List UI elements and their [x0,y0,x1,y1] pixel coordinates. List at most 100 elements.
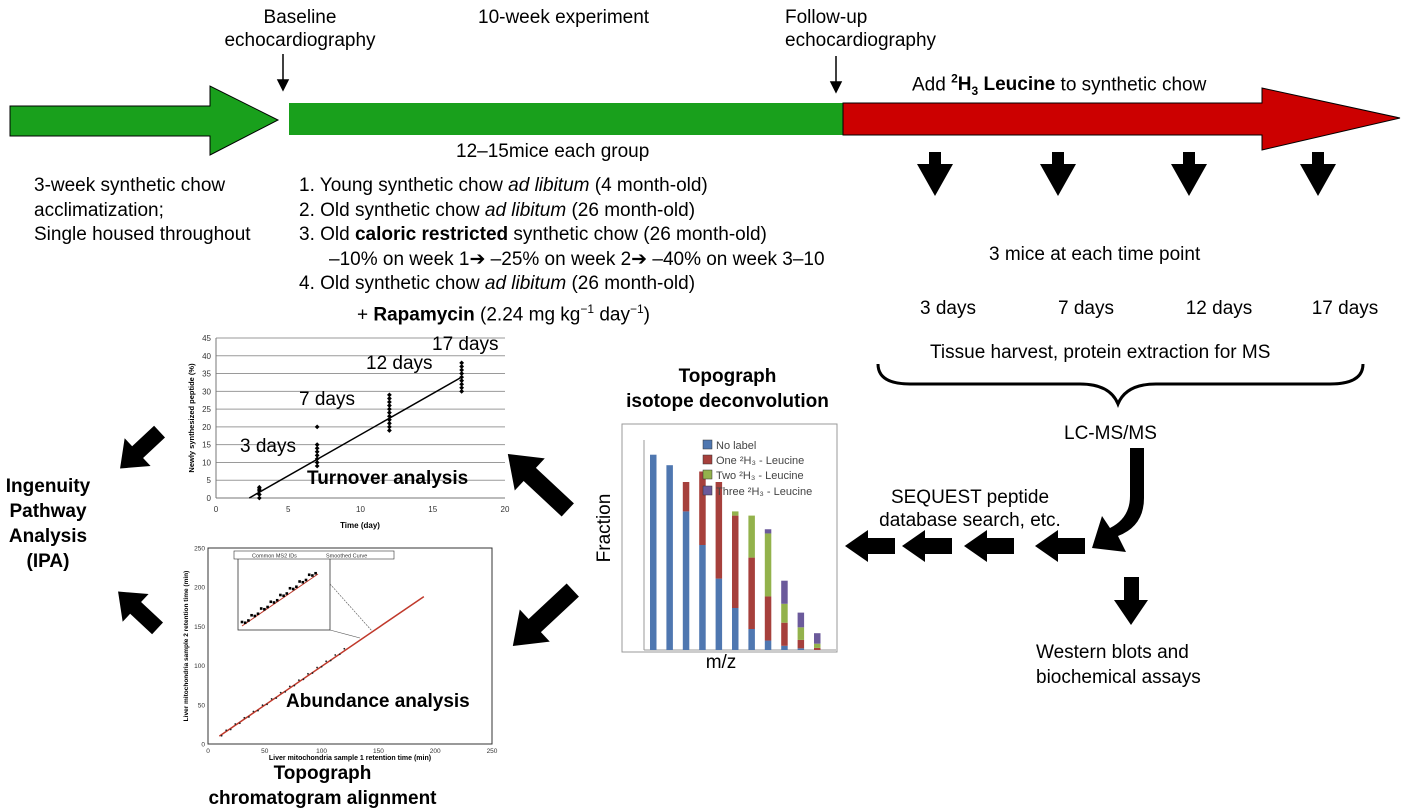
isotope-bars [650,454,821,650]
turnover-y-tick: 30 [202,387,211,396]
arrow-abundance-to-ipa [118,591,164,635]
add-leucine-label: Add 2H3 Leucine to synthetic chow [912,68,1206,103]
alignment-y-tick: 50 [198,702,206,709]
group-4-detail-plus: + [357,303,374,325]
turnover-point [314,424,320,430]
turnover-point [459,378,465,384]
turnover-point [387,403,392,408]
turnover-point [387,428,392,433]
timepoint-label-4: 17 days [1311,298,1379,319]
group-3-bold: caloric restricted [354,224,509,245]
diagonal-arrows [118,425,579,647]
group-2: 2. Old synthetic chow ad libitum (26 mon… [299,199,825,224]
turnover-point [387,396,392,401]
isotope-bar [650,454,657,650]
turnover-point [387,424,392,430]
inset-point [243,621,247,625]
harvest-label: Tissue harvest, protein extraction for M… [930,342,1271,363]
turnover-point [387,420,392,426]
timepoint-label-1: 3 days [920,298,976,319]
isotope-bar [666,465,673,650]
arrow-turnover-to-ipa [120,425,166,469]
alignment-x-tick: 0 [206,748,210,755]
turnover-y-tick: 35 [202,370,211,379]
left-arrow-2 [964,530,1014,562]
left-arrow-4 [845,530,895,562]
isotope-bar [797,648,805,650]
alignment-x-tick: 100 [316,748,327,755]
isotope-bar [814,643,821,648]
legend-swatch-no-label [702,439,713,450]
turnover-point [459,381,465,387]
alignment-point [275,697,278,700]
acclimatization-line-1: 3-week synthetic chow [34,175,226,196]
alignment-point [257,709,259,712]
isotope-bar [764,533,772,597]
inset-points [240,571,317,625]
alignment-y-tick: 100 [194,663,205,670]
alignment-point [334,654,337,656]
isotope-bar [699,545,706,650]
acclimatization-line-2: acclimatization; [34,199,164,221]
turnover-point [459,374,465,380]
alignment-x-tick: 150 [373,748,384,755]
alignment-point [320,665,323,668]
abundance-caption: Abundance analysis [286,691,470,712]
isotope-x-label: m/z [706,652,737,673]
isotope-bar [764,596,772,641]
add-leucine-iso-main: H [957,74,972,96]
followup-label-line-2: echocardiography [785,30,937,51]
mice-per-timepoint-label: 3 mice at each time point [989,244,1201,265]
experiment-bar [289,103,843,135]
alignment-point [261,704,264,707]
group-1-italic: ad libitum [508,175,590,196]
alignment-title-line-1: Topograph [273,763,372,784]
ipa-line-2: Pathway [9,501,87,522]
turnover-y-tick: 25 [202,405,211,414]
alignment-point [297,679,300,682]
isotope-bar [797,627,805,640]
alignment-point [238,722,241,725]
acclimatization-line-3: Single housed throughout [34,224,251,245]
isotope-bar [699,471,706,545]
group-3-text: 3. Old [299,224,355,245]
turnover-point [256,495,262,501]
followup-label: Follow-up echocardiography [785,6,936,52]
inset-point [285,592,289,595]
western-line-1: Western blots and [1036,642,1189,663]
isotope-bar [797,639,805,649]
isotope-bar [748,515,755,558]
zoom-line-2 [329,629,361,639]
group-4: 4. Old synthetic chow ad libitum (26 mon… [299,272,825,297]
legend-two: Two ²H₃ - Leucine [716,470,804,482]
acclimatization-arrow [9,85,280,156]
turnover-point [459,385,465,391]
turnover-point [314,452,320,458]
alignment-y-tick: 0 [201,742,205,749]
isotope-bar [715,482,723,579]
isotope-bar [764,529,772,534]
alignment-point [329,659,332,662]
isotope-bar [682,511,690,650]
group-4-detail-sup-2: −1 [629,301,644,316]
group-3-age: synthetic chow (26 month-old) [508,224,767,245]
isotope-bar [814,633,821,644]
harvest-brace [876,363,1365,409]
group-4-detail-bold: Rapamycin [373,303,475,325]
group-2-italic: ad libitum [484,199,567,221]
turnover-point [387,392,392,398]
turnover-y-tick: 15 [202,441,211,450]
group-1-age: (4 month-old) [589,175,708,196]
alignment-point [311,672,314,674]
alignment-y-tick: 150 [194,624,205,631]
turnover-point [314,442,320,448]
annotation-7-days: 7 days [299,389,355,410]
isotope-bar [748,629,755,650]
group-4-detail-close: ) [643,303,650,325]
followup-down-arrow [829,56,843,94]
experiment-duration-label: 10-week experiment [478,7,650,28]
group-3: 3. Old caloric restricted synthetic chow… [299,223,825,248]
